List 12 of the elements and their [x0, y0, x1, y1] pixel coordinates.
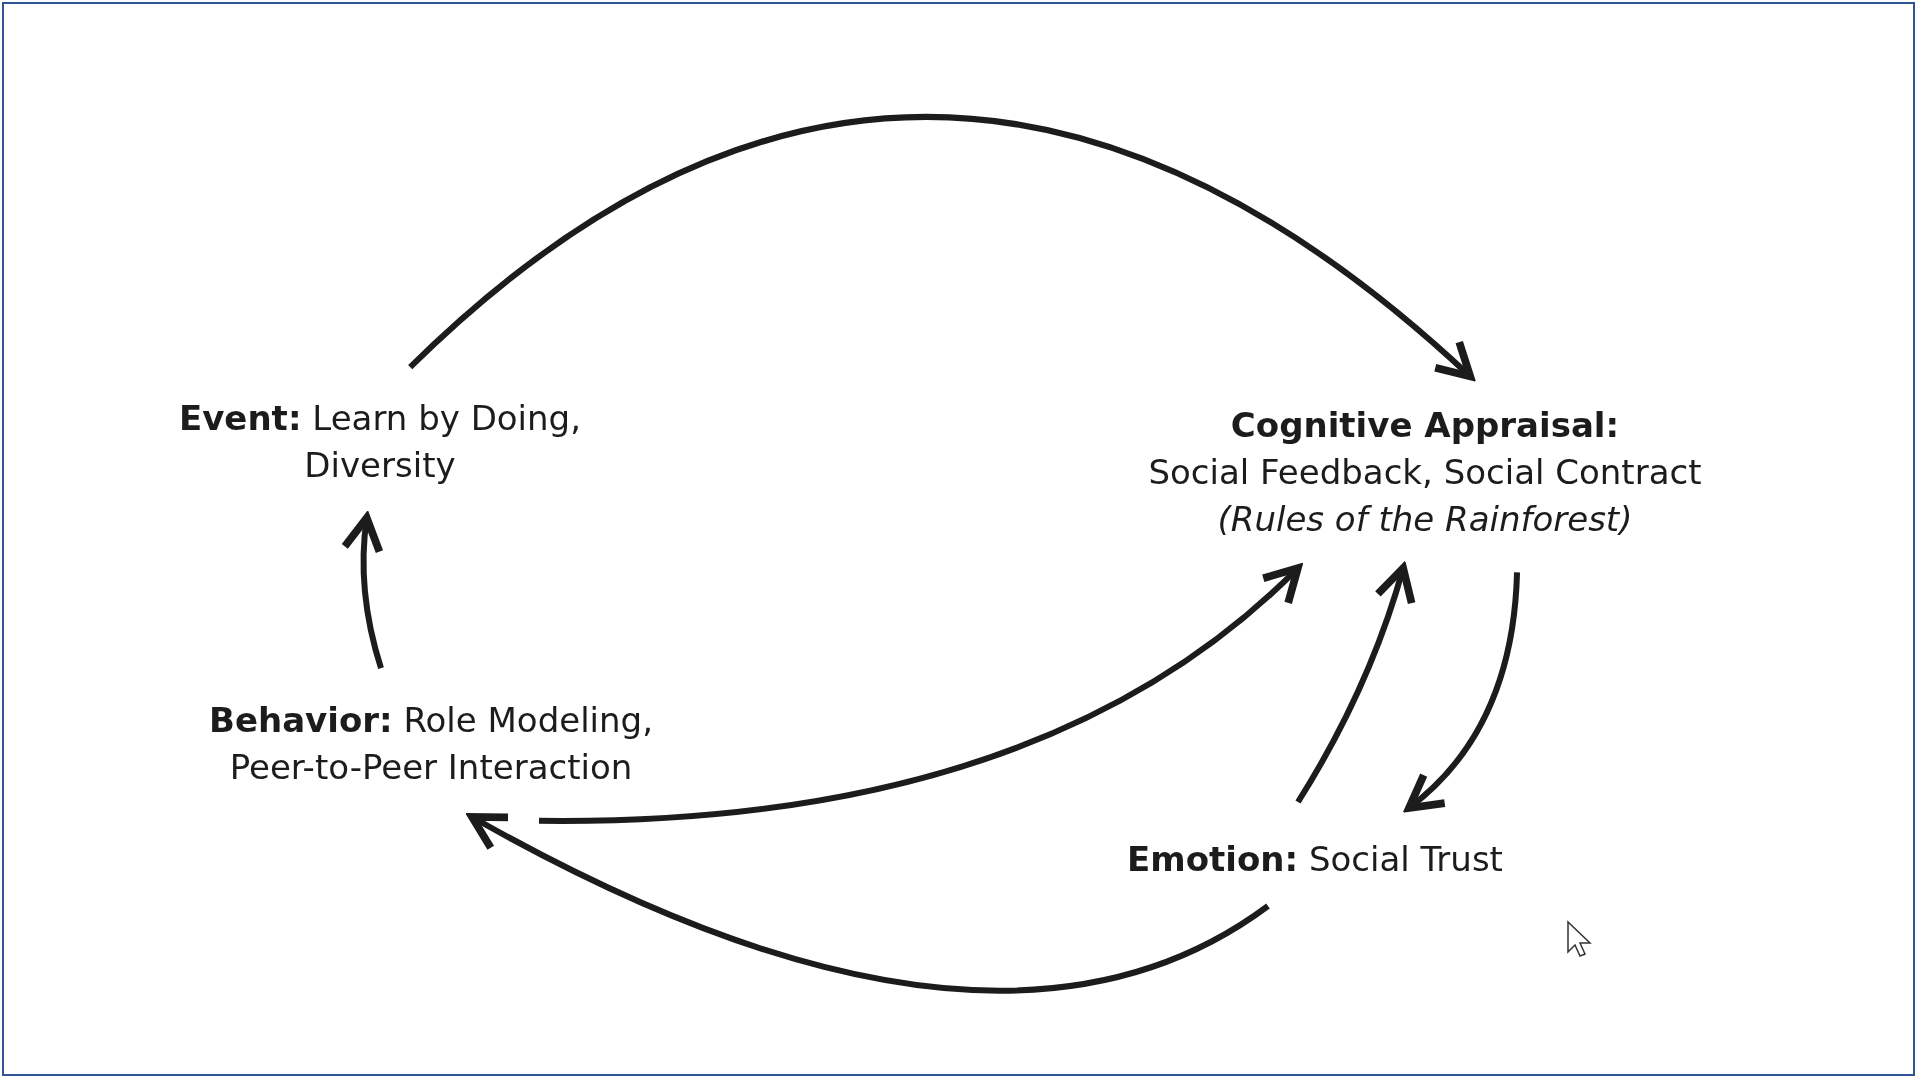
node-label: Emotion: Social Trust	[1126, 838, 1504, 881]
node-label: Behavior: Role Modeling, Peer-to-Peer Interaction	[208, 699, 654, 789]
arrow	[468, 812, 1270, 994]
node-text: Social Feedback, Social Contract	[1147, 450, 1703, 494]
node-heading: Cognitive Appraisal:	[1229, 404, 1621, 447]
node-text: (Rules of the Rainforest)	[1216, 497, 1634, 541]
arrow	[341, 514, 384, 670]
arrow	[408, 114, 1475, 381]
arrow	[1295, 564, 1415, 804]
arrow	[1405, 572, 1521, 812]
node-label: Event: Learn by Doing, Diversity	[177, 397, 582, 487]
arrow	[538, 564, 1302, 824]
